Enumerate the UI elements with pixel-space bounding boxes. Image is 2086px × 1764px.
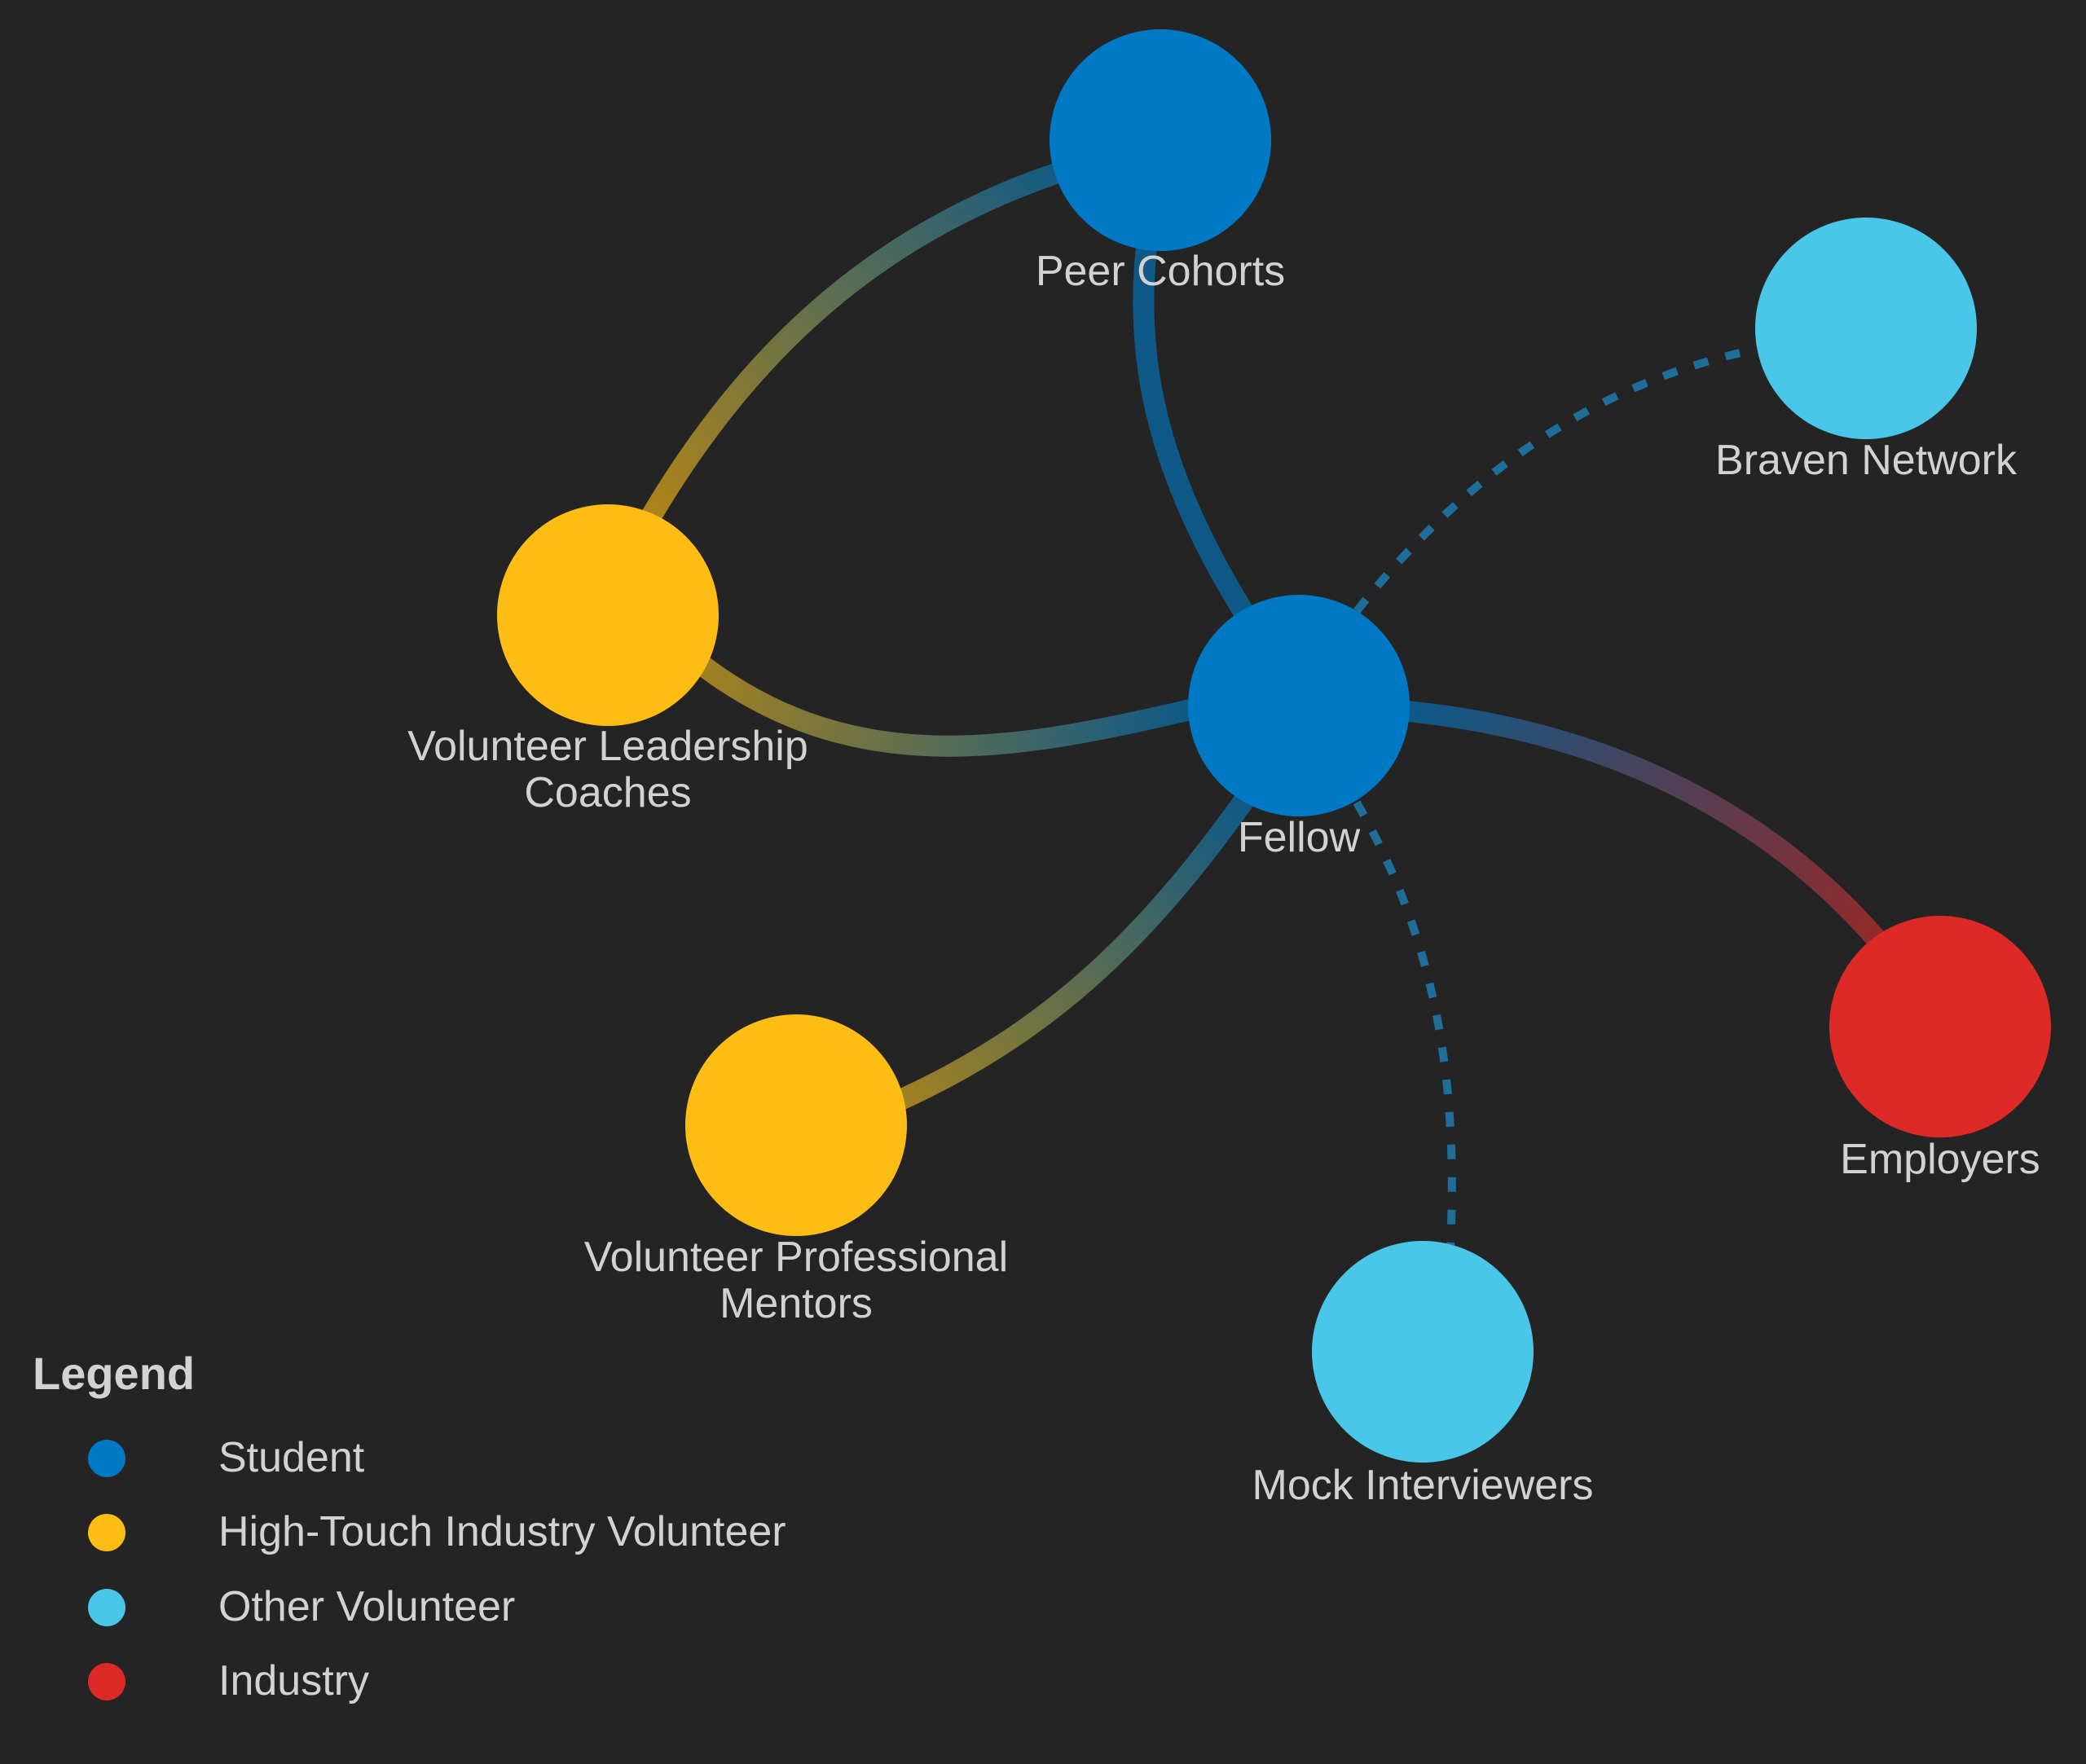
node-peer[interactable]	[1050, 29, 1271, 251]
nodes-layer	[497, 29, 2051, 1463]
legend-item-high-touch-volunteer: High-Touch Industry Volunteer	[88, 1508, 786, 1555]
legend-label-other-volunteer: Other Volunteer	[218, 1583, 515, 1630]
node-coaches[interactable]	[497, 504, 719, 726]
legend-swatch-industry	[88, 1663, 125, 1700]
edge-fellow-mock	[1353, 800, 1456, 1246]
legend-item-other-volunteer: Other Volunteer	[88, 1583, 515, 1630]
node-employers[interactable]	[1829, 916, 2051, 1137]
node-label-fellow: Fellow	[1238, 814, 1361, 861]
edge-coaches-peer	[641, 156, 1086, 526]
legend-title: Legend	[33, 1348, 195, 1399]
legend-item-student: Student	[88, 1434, 365, 1481]
legend-swatch-high-touch-volunteer	[88, 1514, 125, 1551]
node-mock[interactable]	[1312, 1241, 1534, 1463]
legend-label-student: Student	[218, 1434, 365, 1481]
edge-fellow-braven	[1353, 346, 1754, 614]
node-label-braven: Braven Network	[1715, 437, 2018, 484]
edges-layer	[641, 156, 1889, 1246]
legend: Legend Student High-Touch Industry Volun…	[33, 1348, 786, 1705]
node-label-peer: Peer Cohorts	[1036, 248, 1285, 295]
node-label-mentors-2: Mentors	[720, 1280, 873, 1327]
node-braven[interactable]	[1755, 218, 1977, 439]
node-fellow[interactable]	[1188, 595, 1410, 816]
node-label-employers: Employers	[1840, 1136, 2040, 1183]
node-label-coaches-1: Volunteer Leadership	[407, 723, 808, 770]
legend-swatch-student	[88, 1440, 125, 1477]
legend-label-industry: Industry	[218, 1657, 369, 1705]
edge-fellow-employers	[1397, 701, 1889, 952]
node-label-mock: Mock Interviewers	[1252, 1462, 1594, 1509]
legend-swatch-other-volunteer	[88, 1589, 125, 1626]
legend-label-high-touch-volunteer: High-Touch Industry Volunteer	[218, 1508, 786, 1555]
legend-item-industry: Industry	[88, 1657, 369, 1705]
node-mentors[interactable]	[685, 1014, 907, 1236]
node-label-coaches-2: Coaches	[524, 769, 691, 816]
node-label-mentors-1: Volunteer Professional	[584, 1234, 1008, 1281]
edge-fellow-coaches	[690, 653, 1204, 757]
edge-fellow-peer	[1133, 218, 1261, 634]
edge-fellow-mentors	[890, 792, 1253, 1111]
